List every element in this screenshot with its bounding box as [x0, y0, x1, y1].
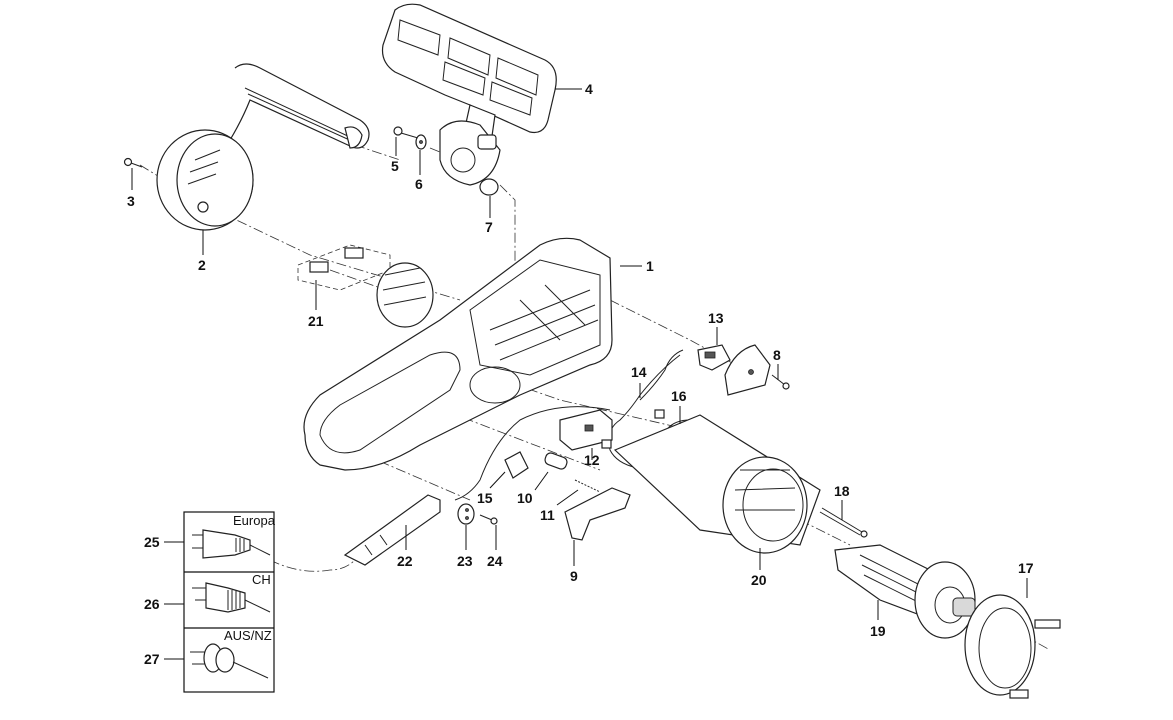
part-23-cord-clamp — [457, 503, 475, 525]
plug-variants-table: Europa CH AUS/NZ — [183, 511, 276, 693]
label-part-16: 16 — [671, 388, 687, 404]
label-part-1: 1 — [646, 258, 654, 274]
label-part-18: 18 — [834, 483, 850, 499]
part-15-cable-clamp — [504, 451, 529, 479]
part-3-screw — [123, 157, 143, 168]
label-part-2: 2 — [198, 257, 206, 273]
part-21-connectors — [297, 244, 391, 291]
part-6-washer — [415, 134, 427, 150]
label-part-11: 11 — [540, 507, 555, 523]
label-part-8: 8 — [773, 347, 781, 363]
label-part-7: 7 — [485, 219, 493, 235]
part-2-rear-handle — [156, 63, 370, 231]
part-13-switch — [697, 344, 731, 371]
part-17-ring — [964, 594, 1061, 699]
part-24-screw — [479, 514, 498, 525]
label-part-20: 20 — [751, 572, 767, 588]
label-part-9: 9 — [570, 568, 578, 584]
label-part-21: 21 — [308, 313, 324, 329]
part-9-trigger — [564, 487, 631, 541]
label-part-4: 4 — [585, 81, 593, 97]
part-19-armature — [834, 544, 976, 639]
plug-label-europa: Europa — [233, 513, 276, 528]
label-part-13: 13 — [708, 310, 724, 326]
label-part-24: 24 — [487, 553, 503, 569]
label-part-5: 5 — [391, 158, 399, 174]
label-part-23: 23 — [457, 553, 473, 569]
leader-lines — [131, 88, 1028, 660]
part-18-bolt — [819, 507, 868, 538]
part-20-stator — [613, 414, 821, 554]
part-14-wiring — [454, 349, 684, 501]
label-part-14: 14 — [631, 364, 647, 380]
label-part-17: 17 — [1018, 560, 1034, 576]
label-part-27: 27 — [144, 651, 160, 667]
part-labels: 1 2 3 4 5 6 7 8 9 10 11 12 13 14 15 16 1… — [127, 81, 1034, 667]
label-part-19: 19 — [870, 623, 886, 639]
part-22-cord-sleeve — [343, 494, 441, 566]
plug-ch-drawing — [192, 582, 271, 613]
part-8-cover-and-screw — [724, 344, 790, 396]
part-1-housing — [303, 237, 613, 471]
label-part-12: 12 — [584, 452, 600, 468]
label-part-22: 22 — [397, 553, 413, 569]
label-part-6: 6 — [415, 176, 423, 192]
plug-label-aus-nz: AUS/NZ — [224, 628, 272, 643]
part-5-screw — [393, 126, 419, 139]
part-7-cap — [479, 178, 499, 196]
plug-europa-drawing — [192, 529, 271, 559]
label-part-15: 15 — [477, 490, 493, 506]
part-11-spring — [574, 479, 601, 493]
part-4-hand-guard — [381, 3, 557, 186]
plug-label-ch: CH — [252, 572, 271, 587]
label-part-25: 25 — [144, 534, 160, 550]
label-part-3: 3 — [127, 193, 135, 209]
label-part-10: 10 — [517, 490, 533, 506]
plug-aus-nz-drawing — [190, 643, 269, 679]
part-12-switch-module — [559, 409, 665, 451]
part-10-lock-button — [544, 452, 568, 470]
label-part-26: 26 — [144, 596, 160, 612]
